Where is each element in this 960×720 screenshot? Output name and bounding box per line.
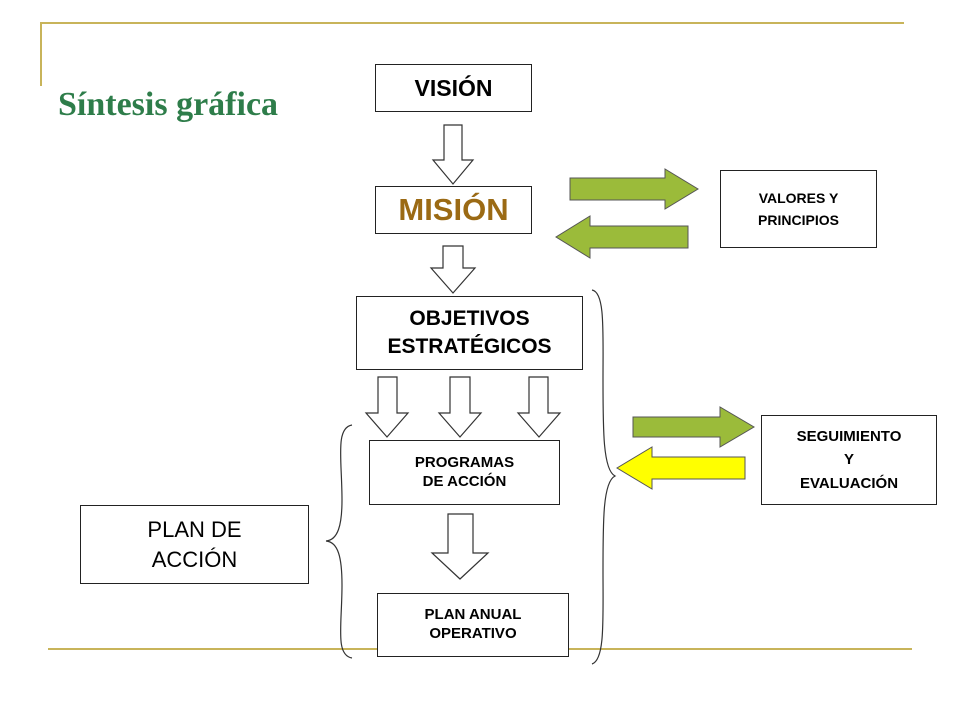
arrow-objetivos-to-right [516,376,562,438]
node-mision-label: MISIÓN [398,191,509,227]
brace-right-group [591,289,617,665]
node-plan-anual-label: PLAN ANUAL OPERATIVO [424,606,522,642]
brace-plan-accion [325,424,353,659]
node-programas: PROGRAMAS DE ACCIÓN [369,440,560,505]
node-mision: MISIÓN [375,186,532,234]
node-plan-accion: PLAN DE ACCIÓN [80,505,309,584]
arrow-vision-to-mision [431,124,475,185]
node-seguimiento-label: SEGUIMIENTO Y EVALUACIÓN [796,428,902,492]
node-vision: VISIÓN [375,64,532,112]
top-rule [40,22,904,24]
left-rule [40,22,42,86]
node-programas-label: PROGRAMAS DE ACCIÓN [414,453,515,490]
node-plan-accion-label: PLAN DE ACCIÓN [147,516,242,572]
node-valores-label: VALORES Y PRINCIPIOS [758,189,839,228]
arrow-valores-to-mision [555,215,689,259]
arrow-from-seguimiento [616,446,746,490]
node-objetivos-label: OBJETIVOS ESTRATÉGICOS [387,306,552,358]
node-vision-label: VISIÓN [414,74,493,101]
arrow-objetivos-to-center [437,376,483,438]
node-seguimiento: SEGUIMIENTO Y EVALUACIÓN [761,415,937,505]
slide-title: Síntesis gráfica [58,86,279,123]
node-valores: VALORES Y PRINCIPIOS [720,170,877,248]
arrow-to-seguimiento [632,406,755,448]
arrow-programas-to-plan-anual [430,513,490,580]
node-plan-anual: PLAN ANUAL OPERATIVO [377,593,569,657]
node-objetivos: OBJETIVOS ESTRATÉGICOS [356,296,583,370]
arrow-objetivos-to-left [364,376,410,438]
arrow-mision-to-valores [569,168,699,210]
arrow-mision-to-objetivos [429,245,477,294]
